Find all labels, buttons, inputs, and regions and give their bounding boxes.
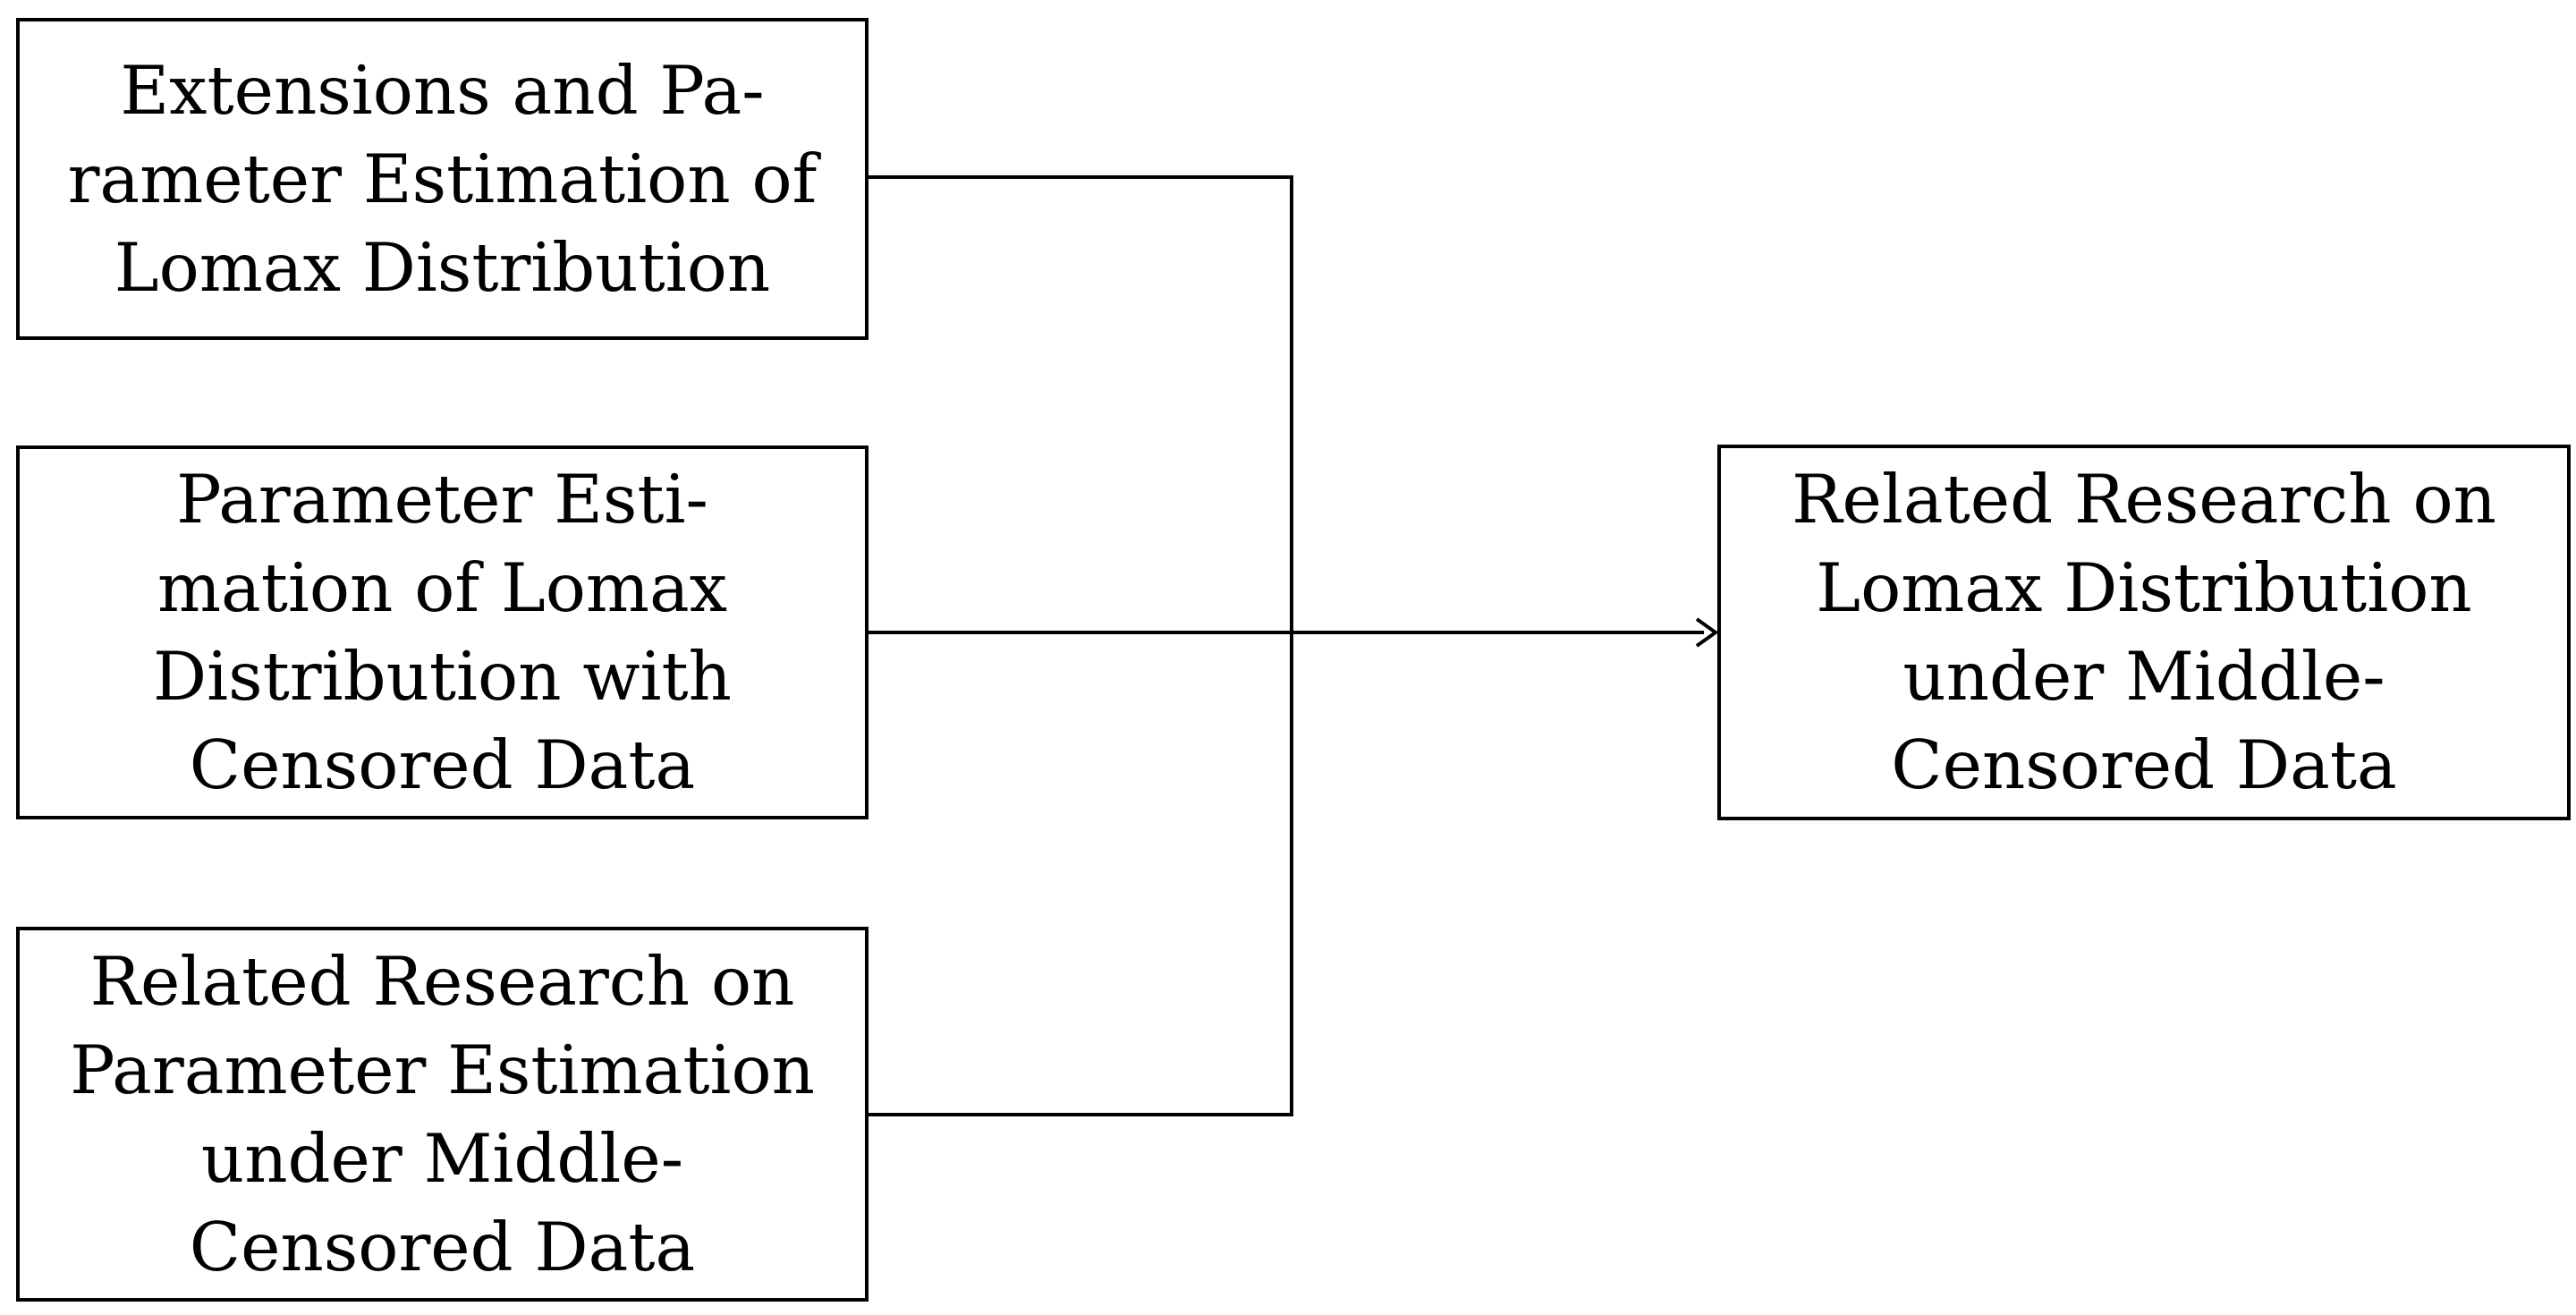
- box-text-line: Censored Data: [1891, 725, 2397, 804]
- connector-from-box-1: [869, 175, 1293, 641]
- box-text-line: under Middle-: [1902, 637, 2385, 716]
- box-text-line: Parameter Estimation: [70, 1030, 815, 1109]
- box-text-line: Lomax Distribution: [114, 227, 771, 307]
- box-text-line: Parameter Esti-: [176, 460, 708, 539]
- arrowhead-icon: [1695, 617, 1719, 648]
- connector-from-box-3: [869, 632, 1293, 1116]
- source-box-parameter-estimation-censored: Parameter Esti- mation of Lomax Distribu…: [16, 445, 869, 819]
- box-text-line: Distribution with: [153, 637, 732, 716]
- box-text-line: Censored Data: [189, 1207, 696, 1286]
- source-box-extensions-parameter-estimation: Extensions and Pa- rameter Estimation of…: [16, 18, 869, 340]
- box-text-line: Lomax Distribution: [1816, 548, 2472, 627]
- box-text-line: Extensions and Pa-: [120, 50, 765, 130]
- target-box-lomax-middle-censored: Related Research on Lomax Distribution u…: [1717, 445, 2571, 820]
- box-text-line: Related Research on: [89, 941, 795, 1021]
- box-text-line: rameter Estimation of: [67, 139, 818, 218]
- source-box-research-middle-censored: Related Research on Parameter Estimation…: [16, 927, 869, 1302]
- box-text-line: Related Research on: [1792, 460, 2496, 539]
- box-text-line: under Middle-: [200, 1118, 684, 1198]
- box-text-line: mation of Lomax: [157, 548, 728, 627]
- box-text-line: Censored Data: [189, 725, 696, 804]
